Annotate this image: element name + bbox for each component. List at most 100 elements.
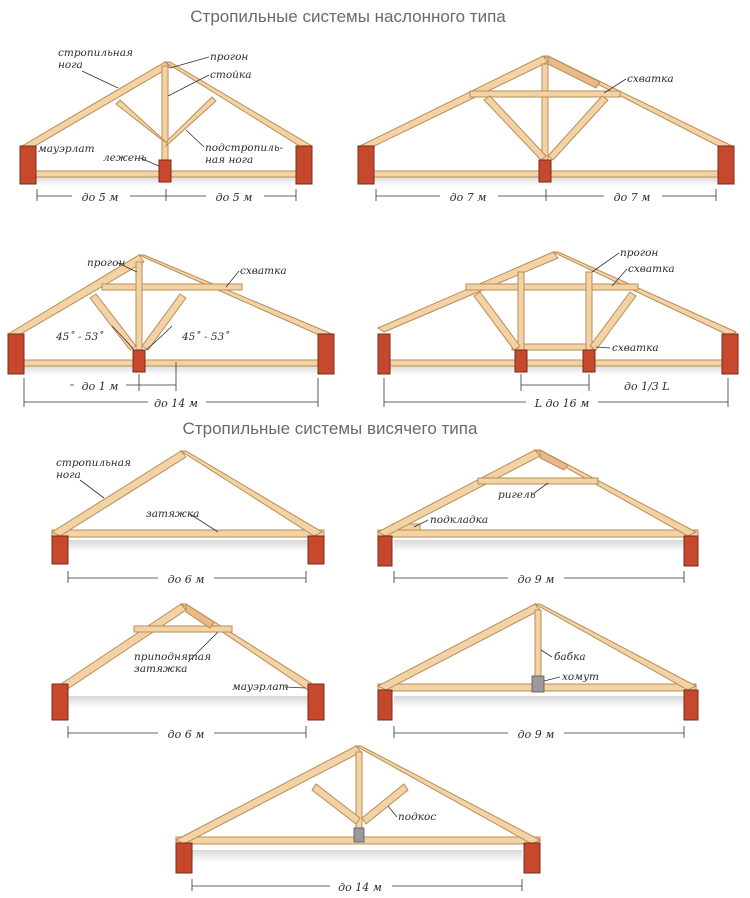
label-crossbar: ригель	[498, 489, 536, 501]
dim-label-bg	[526, 396, 598, 408]
label-sill: лежень	[103, 152, 147, 164]
label-collar-low: схватка	[612, 342, 659, 354]
leader-purlin	[169, 56, 210, 69]
leader-purlin	[117, 262, 138, 273]
leader-rafter	[79, 479, 105, 499]
diagram-9: подкос до 14 м	[174, 745, 542, 894]
ridge-accent	[539, 449, 569, 471]
dim-right: до 5 м	[216, 191, 253, 204]
wall-right	[295, 145, 313, 185]
wall-left	[51, 683, 69, 721]
strut-left	[483, 95, 547, 161]
label-rafter-1: стропильная	[56, 457, 131, 469]
diagram-5: стропильная нога затяжка до 6 м	[50, 450, 325, 586]
leader-king-post	[540, 649, 553, 658]
dim: до 6 м	[168, 573, 205, 586]
wall-right	[717, 145, 735, 185]
ridge-accent	[547, 55, 601, 89]
diagram-1: стропильная нога прогон стойка мауэрлат …	[19, 47, 313, 204]
label-rafter-2: нога	[56, 469, 81, 481]
label-subrafter-2: ная нога	[205, 154, 253, 166]
label-collar: схватка	[240, 265, 287, 277]
ridge-accent	[185, 603, 215, 629]
dim-total: L до 16 м	[534, 397, 590, 410]
post	[135, 261, 143, 353]
rafter-right	[533, 603, 698, 691]
label-raised-tie-2: затяжка	[134, 663, 187, 675]
center-support	[158, 159, 172, 183]
diagram-8: бабка хомут до 9 м	[376, 603, 699, 741]
ceiling-line	[66, 540, 310, 552]
king-post	[355, 751, 363, 839]
support-right	[582, 349, 596, 373]
ceiling-line	[394, 696, 684, 708]
strut-right	[589, 291, 637, 351]
dim: до 6 м	[168, 728, 205, 741]
label-rafter-2: нога	[58, 59, 83, 71]
ceiling-line	[192, 850, 522, 862]
ceiling-line	[388, 365, 724, 375]
label-purlin: прогон	[87, 257, 125, 269]
strut-right	[141, 293, 187, 351]
leader-post	[167, 74, 210, 97]
rafter-right	[179, 450, 324, 537]
leader-subrafter	[185, 129, 205, 148]
leader-clamp	[543, 676, 561, 682]
strut-right	[547, 95, 609, 161]
label-collar: схватка	[628, 263, 675, 275]
strut-left	[115, 99, 168, 144]
rafter-left	[376, 251, 559, 333]
leader-collar	[611, 268, 628, 287]
collar-low	[511, 343, 597, 351]
diagram-3: прогон схватка 45˚ - 53˚ 45˚ - 53˚ до 1 …	[7, 254, 335, 410]
ceiling-line	[22, 365, 320, 375]
label-king-post: бабка	[554, 651, 586, 663]
wall-left	[357, 145, 375, 185]
ceiling-line	[394, 540, 684, 552]
dim: до 14 м	[338, 881, 382, 894]
leader-collar	[603, 78, 627, 94]
wall-right	[683, 535, 699, 567]
support-left	[514, 349, 528, 373]
center-support	[132, 349, 146, 373]
collar-tie	[101, 283, 243, 291]
leader-purlin	[591, 252, 620, 273]
clamp	[531, 675, 545, 693]
label-angle-right: 45˚ - 53˚	[181, 330, 230, 343]
dim-label-bg	[508, 572, 564, 584]
label-raised-tie-1: приподнятая	[134, 651, 211, 663]
label-lining: подкладка	[430, 514, 488, 526]
leader-brace	[387, 805, 398, 818]
rafter-left	[174, 745, 362, 845]
king-post	[534, 609, 542, 687]
dim: до 9 м	[518, 573, 555, 586]
sill-beam	[21, 359, 321, 367]
dim: до 9 м	[518, 728, 555, 741]
dim-part: до 1/3 L	[624, 380, 670, 393]
diagram-7: приподнятая затяжка мауэрлат до 6 м	[51, 603, 325, 741]
label-purlin: прогон	[620, 247, 658, 259]
crossbar	[477, 477, 599, 485]
post-right	[585, 271, 593, 355]
dim-total: до 14 м	[154, 397, 198, 410]
collar-tie	[465, 283, 639, 291]
post	[161, 65, 169, 173]
wall-right	[523, 842, 541, 874]
dim-left: до 5 м	[82, 191, 119, 204]
dim-label-bg	[206, 190, 264, 202]
wall-left	[175, 842, 193, 874]
rafter-left	[376, 603, 541, 691]
strut-right	[164, 96, 217, 148]
tie-beam	[377, 529, 699, 538]
strut-left	[89, 293, 137, 351]
dim-label-bg	[440, 190, 498, 202]
label-post: стойка	[210, 69, 251, 81]
angle-arc-left	[111, 325, 135, 351]
rafter-left	[21, 61, 171, 151]
wall-left	[377, 333, 391, 375]
ceiling-line	[66, 696, 310, 708]
dim-label-bg	[74, 379, 126, 391]
clamp	[353, 827, 365, 843]
dim-label-bg	[72, 190, 130, 202]
